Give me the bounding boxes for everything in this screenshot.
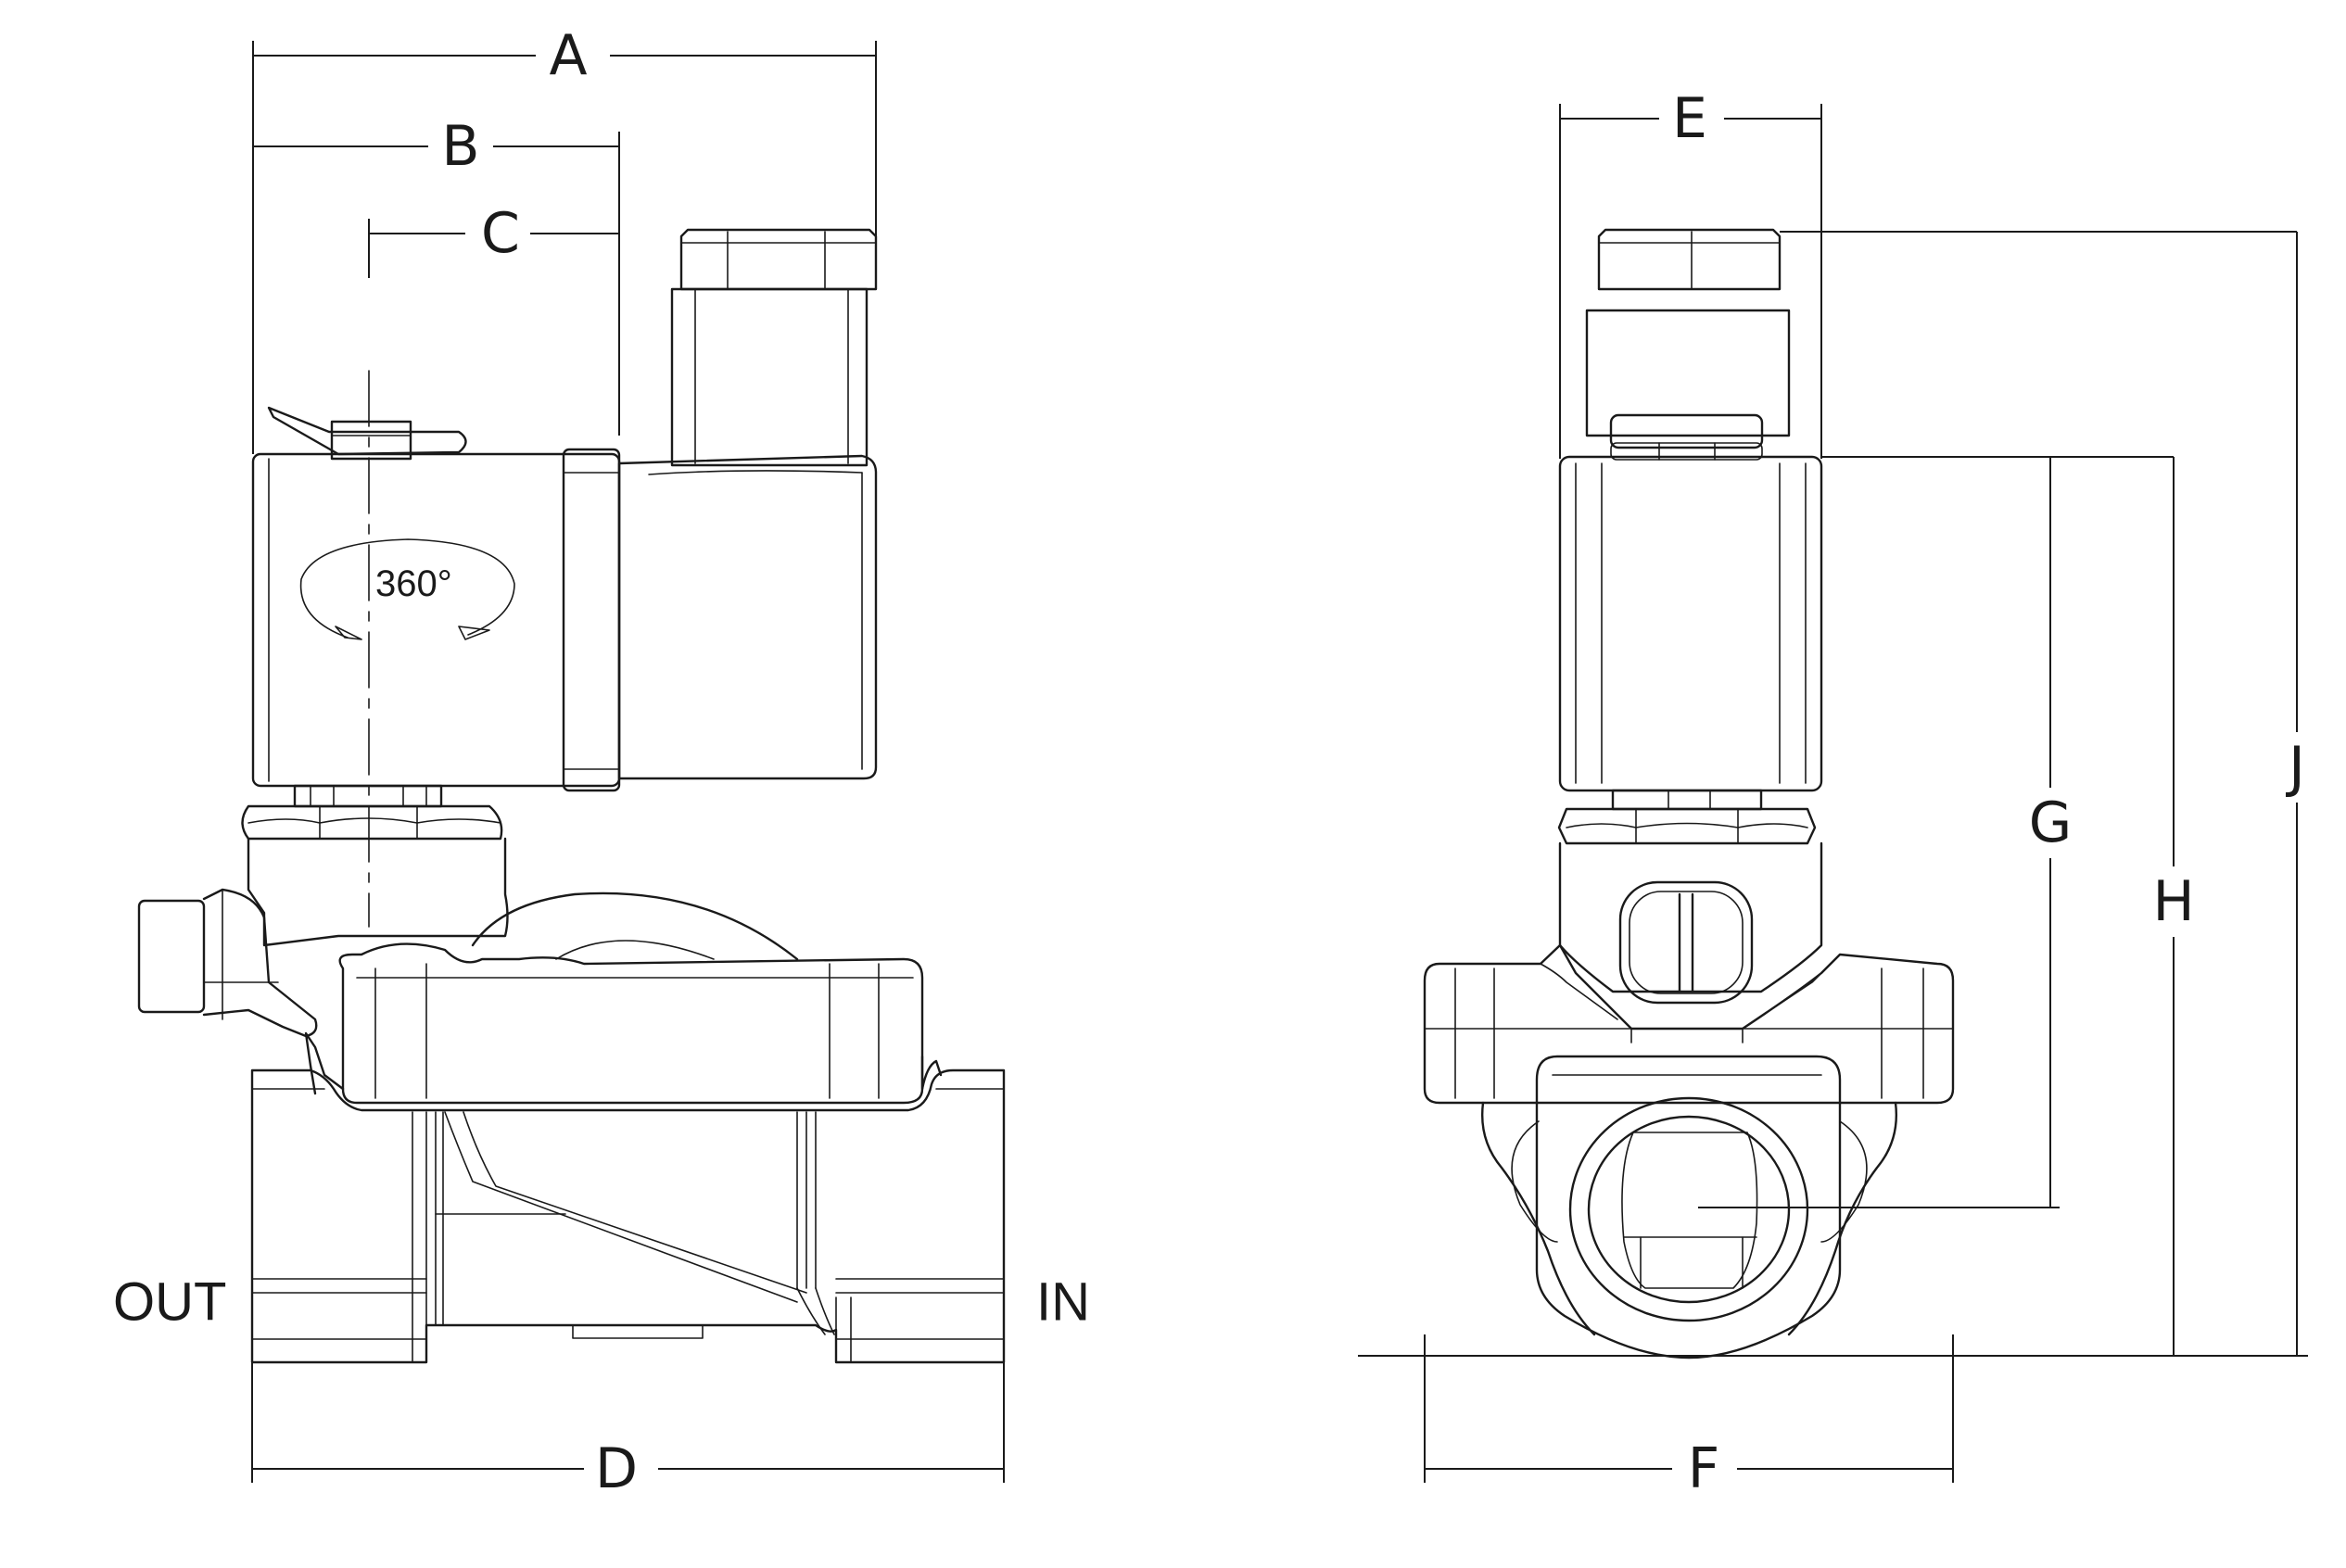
valve-body (250, 1069, 1006, 1364)
front-port-face (1535, 1055, 1842, 1359)
rotation-indicator: 360° (299, 538, 515, 640)
dimension-label-h: H (2152, 869, 2194, 934)
front-body-lobe-right (1787, 1101, 1897, 1336)
spring-clip (267, 406, 467, 461)
front-retaining-nut (1557, 807, 1817, 845)
dimension-label-g: G (2029, 790, 2073, 855)
body-internal-ribs (435, 1111, 835, 1339)
front-cover-flange (1423, 943, 1955, 1105)
dimension-label-e: E (1672, 86, 1707, 151)
rotation-label: 360° (375, 563, 452, 604)
front-view-dimensions (1358, 104, 2308, 1483)
outlet-port-bands (251, 1088, 427, 1363)
inlet-port-bands (835, 1088, 1005, 1363)
bonnet (247, 837, 509, 947)
front-body-lobe-left (1481, 1101, 1596, 1336)
outlet-label: OUT (113, 1272, 226, 1333)
side-view: 360° (113, 23, 1090, 1501)
dimension-label-d: D (595, 1436, 638, 1501)
dimension-label-a: A (549, 23, 587, 88)
front-connector-hex-cap (1597, 228, 1782, 291)
coil-flange (562, 448, 621, 792)
dimension-label-f: F (1688, 1436, 1720, 1501)
front-manual-override (1618, 880, 1754, 1005)
dimension-label-b: B (441, 114, 479, 179)
front-port-outer-ring (1568, 1096, 1809, 1322)
front-coil-body (1558, 455, 1823, 792)
inlet-label: IN (1036, 1272, 1090, 1333)
front-bonnet (1558, 841, 1823, 993)
diaphragm-dome (471, 891, 799, 961)
dimension-label-c: C (481, 201, 520, 266)
retaining-nut (241, 804, 503, 841)
manual-override (137, 888, 318, 1038)
connector-neck (670, 287, 869, 467)
connector-hex-cap (679, 228, 878, 291)
side-view-dimensions (251, 41, 1005, 1483)
cover-plate (338, 942, 924, 1105)
front-view: E F G H J (1358, 86, 2323, 1501)
front-port-inner-ring (1587, 1115, 1791, 1304)
front-connector-neck (1585, 309, 1791, 437)
connector-plug (617, 454, 878, 780)
coil-stem (293, 784, 443, 808)
dimension-label-j: J (2285, 735, 2305, 800)
